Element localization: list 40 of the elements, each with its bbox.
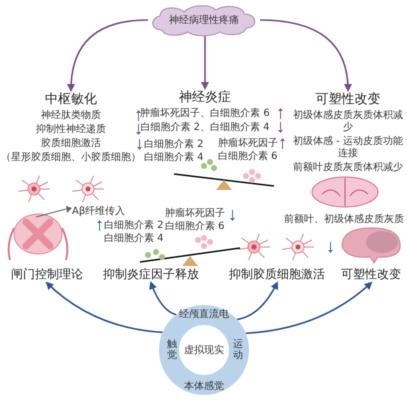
annotation-text: 白细胞介素 6 xyxy=(165,220,225,233)
effect-title: 抑制胶质细胞激活 xyxy=(229,266,325,283)
arrow xyxy=(246,282,372,334)
section-title: 神经炎症 xyxy=(179,89,231,106)
annotation-text: 白细胞介素 2 xyxy=(104,218,164,232)
annotation-text: 肿瘤坏死因子 xyxy=(165,206,225,220)
effect-title: 闸门控制理论 xyxy=(11,266,83,283)
finding-text: 白细胞介素 2、白细胞介素 4 xyxy=(140,122,270,134)
therapy-ring xyxy=(159,305,249,395)
arrow xyxy=(46,282,163,334)
arrow xyxy=(236,281,278,320)
finding-text: 胶质细胞激活 xyxy=(41,138,101,150)
therapy-text: 触觉 xyxy=(167,339,177,361)
annotation-text: 前额叶、初级体感皮质灰质 xyxy=(284,212,404,226)
finding-text: 初级体感皮质灰质体积减少 xyxy=(292,110,404,134)
therapy-text: 虚拟现实 xyxy=(184,345,224,356)
annotation-text: 白细胞介素 6 xyxy=(218,150,278,163)
effect-title: 抑制炎症因子释放 xyxy=(103,266,199,283)
finding-text: 抑制性神经递质 xyxy=(36,124,106,136)
arrow xyxy=(149,281,176,316)
therapy-text: 运动 xyxy=(233,339,243,361)
finding-text: 神经肽类物质 xyxy=(41,110,101,122)
section-title: 可塑性改变 xyxy=(316,91,380,108)
annotation-text: 肿瘤坏死因子 xyxy=(218,136,278,150)
annotation-text: Aβ纤维传入 xyxy=(72,204,126,218)
annotation-text: 白细胞介素 4 xyxy=(144,150,204,164)
arrow xyxy=(67,19,148,92)
annotation-text: 白细胞介素 4 xyxy=(104,232,164,245)
finding-text: （星形胶质细胞、小胶质细胞） xyxy=(1,152,141,164)
finding-text: 肿瘤坏死因子、白细胞介素 6 xyxy=(140,108,270,120)
arrow xyxy=(201,36,209,90)
finding-text: 初级体感 - 运动皮质功能连接 xyxy=(292,136,404,160)
therapy-text: 本体感觉 xyxy=(184,381,224,392)
section-title: 中枢敏化 xyxy=(45,91,97,108)
finding-text: 前额叶皮质灰质体积减少 xyxy=(293,162,403,174)
effect-title: 可塑性改变 xyxy=(341,266,401,283)
therapy-text: 经颅直流电 xyxy=(179,309,229,320)
annotation-text: 白细胞介素 2 xyxy=(144,138,204,151)
cloud-title: 神经病理性疼痛 xyxy=(169,14,239,27)
arrow xyxy=(260,19,352,92)
